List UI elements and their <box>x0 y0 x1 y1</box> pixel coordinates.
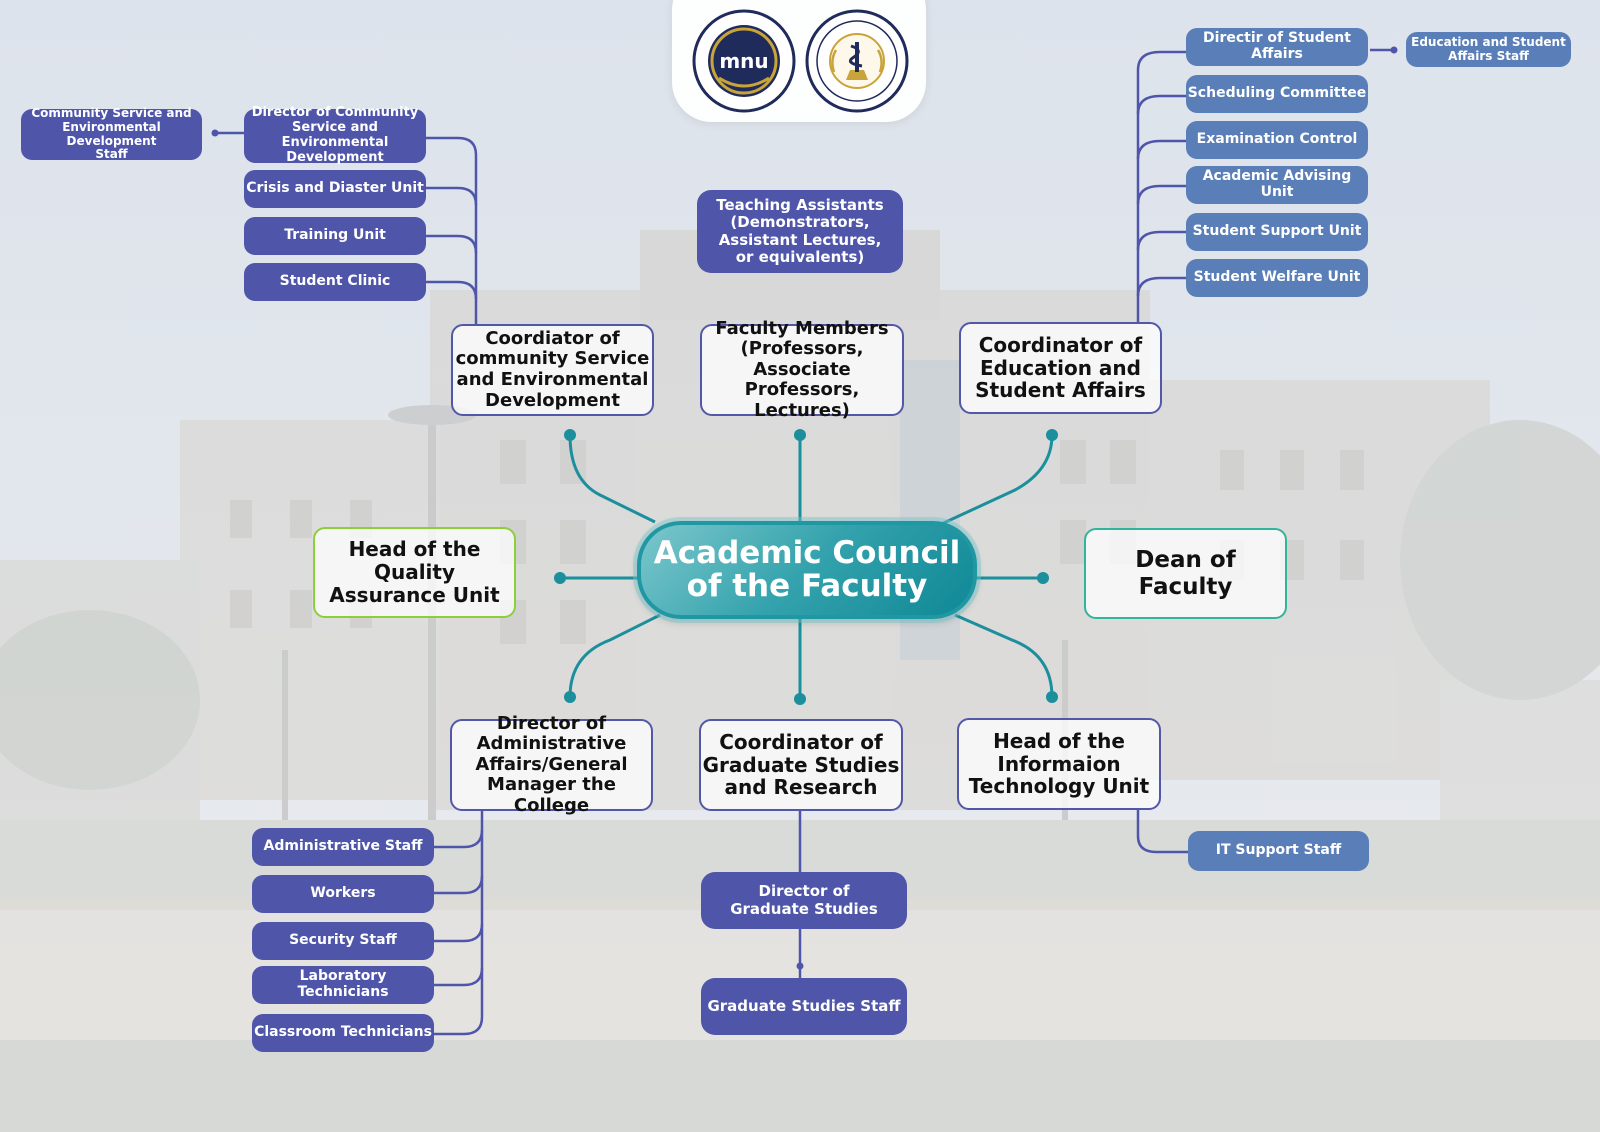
dean-of-faculty[interactable]: Dean of Faculty <box>1084 528 1287 619</box>
training-unit[interactable]: Training Unit <box>244 217 426 255</box>
logo-card: mnu <box>672 0 926 122</box>
university-seal-icon: mnu <box>692 9 796 113</box>
student-clinic[interactable]: Student Clinic <box>244 263 426 301</box>
teaching-assistants[interactable]: Teaching Assistants (Demonstrators, Assi… <box>697 190 903 273</box>
classroom-technicians[interactable]: Classroom Technicians <box>252 1014 434 1052</box>
examination-control[interactable]: Examination Control <box>1186 121 1368 159</box>
education-student-affairs-staff[interactable]: Education and Student Affairs Staff <box>1406 32 1571 67</box>
scheduling-committee[interactable]: Scheduling Committee <box>1186 75 1368 113</box>
academic-advising-unit[interactable]: Academic Advising Unit <box>1186 166 1368 204</box>
coordinator-education-student-affairs[interactable]: Coordinator of Education and Student Aff… <box>959 322 1162 414</box>
graduate-studies-staff[interactable]: Graduate Studies Staff <box>701 978 907 1035</box>
administrative-staff[interactable]: Administrative Staff <box>252 828 434 866</box>
head-information-technology-unit[interactable]: Head of the Informaion Technology Unit <box>957 718 1161 810</box>
university-wordmark: mnu <box>719 49 768 73</box>
director-graduate-studies[interactable]: Director of Graduate Studies <box>701 872 907 929</box>
director-student-affairs[interactable]: Directir of Student Affairs <box>1186 28 1368 66</box>
director-community-service[interactable]: Director of Community Service and Enviro… <box>244 105 426 165</box>
student-welfare-unit[interactable]: Student Welfare Unit <box>1186 259 1368 297</box>
student-support-unit[interactable]: Student Support Unit <box>1186 213 1368 251</box>
coordinator-community-service[interactable]: Coordiator of community Service and Envi… <box>451 324 654 416</box>
laboratory-technicians[interactable]: Laboratory Technicians <box>252 966 434 1004</box>
head-quality-assurance-unit[interactable]: Head of the Quality Assurance Unit <box>313 527 516 618</box>
pharmacy-faculty-seal-icon <box>805 9 909 113</box>
security-staff[interactable]: Security Staff <box>252 922 434 960</box>
central-academic-council[interactable]: Academic Council of the Faculty <box>637 521 977 619</box>
faculty-members[interactable]: Faculty Members (Professors, Associate P… <box>700 318 904 421</box>
community-service-staff[interactable]: Community Service and Environmental Deve… <box>21 106 202 161</box>
it-support-staff[interactable]: IT Support Staff <box>1188 831 1369 871</box>
director-administrative-affairs[interactable]: Director of Administrative Affairs/Gener… <box>450 713 653 816</box>
crisis-disaster-unit[interactable]: Crisis and Diaster Unit <box>244 170 426 208</box>
coordinator-graduate-studies[interactable]: Coordinator of Graduate Studies and Rese… <box>699 719 903 811</box>
workers[interactable]: Workers <box>252 875 434 913</box>
